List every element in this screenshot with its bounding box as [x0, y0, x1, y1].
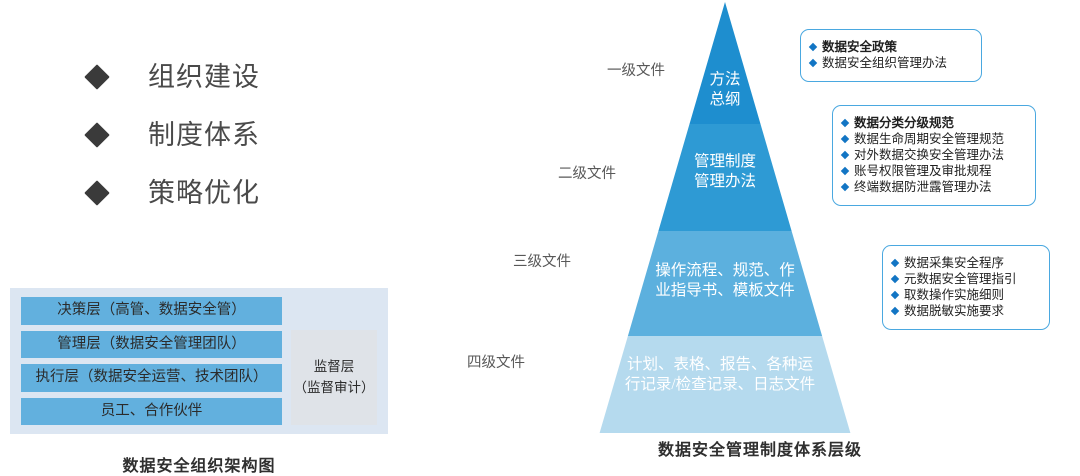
org-layer-row: 决策层（高管、数据安全管） [21, 297, 282, 325]
bullet-label: 组织建设 [148, 61, 260, 92]
diamond-bullet-icon [890, 290, 900, 299]
callout-item: 对外数据交换安全管理办法 [840, 147, 1025, 162]
pyramid-label-level-4: 四级文件 [467, 355, 525, 371]
callout-item-label: 取数操作实施细则 [904, 287, 1005, 302]
diamond-bullet-icon [84, 122, 110, 148]
diamond-bullet-icon [840, 150, 850, 159]
pyramid-label-level-1: 一级文件 [607, 63, 665, 79]
diamond-bullet-icon [84, 64, 110, 90]
callout-item-label: 数据分类分级规范 [854, 115, 955, 130]
list-item: 制度体系 [84, 106, 388, 164]
callout-item: 取数操作实施细则 [890, 287, 1039, 302]
pyramid-caption: 数据安全管理制度体系层级 [657, 442, 862, 459]
org-chart-panel: 决策层（高管、数据安全管） 管理层（数据安全管理团队） 执行层（数据安全运营、技… [10, 288, 388, 434]
callout-item-label: 数据采集安全程序 [904, 255, 1005, 270]
callout-item: 数据安全政策 [808, 39, 971, 54]
callout-item-label: 终端数据防泄露管理办法 [854, 179, 992, 194]
callout-card-level-2: 数据分类分级规范 数据生命周期安全管理规范 对外数据交换安全管理办法 账号权限管… [832, 105, 1036, 206]
callout-item-label: 元数据安全管理指引 [904, 271, 1017, 286]
callout-item: 数据分类分级规范 [840, 115, 1025, 130]
org-layer-stack: 决策层（高管、数据安全管） 管理层（数据安全管理团队） 执行层（数据安全运营、技… [21, 297, 282, 425]
diamond-bullet-icon [840, 118, 850, 127]
diamond-bullet-icon [890, 306, 900, 315]
callout-item-label: 数据安全政策 [822, 39, 898, 54]
callout-item: 数据安全组织管理办法 [808, 55, 971, 70]
callout-item-label: 对外数据交换安全管理办法 [854, 147, 1005, 162]
org-chart-figure: 决策层（高管、数据安全管） 管理层（数据安全管理团队） 执行层（数据安全运营、技… [10, 288, 388, 476]
org-supervision-block: 监督层 （监督审计） [291, 330, 377, 425]
bullet-label: 制度体系 [148, 119, 260, 150]
diamond-bullet-icon [890, 258, 900, 267]
callout-item: 元数据安全管理指引 [890, 271, 1039, 286]
org-layer-row: 执行层（数据安全运营、技术团队） [21, 364, 282, 392]
callout-item-label: 数据脱敏实施要求 [904, 303, 1005, 318]
callout-item: 终端数据防泄露管理办法 [840, 179, 1025, 194]
pyramid-figure: 方法 总纲 管理制度 管理办法 操作流程、规范、作 业指导书、模板文件 计划、表… [440, 0, 1080, 468]
pyramid-shape [599, 2, 851, 433]
list-item: 组织建设 [84, 48, 388, 106]
pyramid-label-level-3: 三级文件 [513, 254, 571, 270]
callout-item: 数据脱敏实施要求 [890, 303, 1039, 318]
callout-item-label: 数据安全组织管理办法 [822, 55, 948, 70]
callout-item-label: 账号权限管理及审批规程 [854, 163, 992, 178]
diamond-bullet-icon [808, 42, 818, 51]
org-layer-row: 管理层（数据安全管理团队） [21, 330, 282, 358]
callout-item: 数据采集安全程序 [890, 255, 1039, 270]
diamond-bullet-icon [840, 166, 850, 175]
callout-card-level-3: 数据采集安全程序 元数据安全管理指引 取数操作实施细则 数据脱敏实施要求 [882, 245, 1050, 330]
callout-item: 账号权限管理及审批规程 [840, 163, 1025, 178]
callout-item-label: 数据生命周期安全管理规范 [854, 131, 1005, 146]
diamond-bullet-icon [84, 180, 110, 206]
diamond-bullet-icon [840, 134, 850, 143]
diamond-bullet-icon [808, 58, 818, 67]
bullet-label: 策略优化 [148, 177, 260, 208]
feature-bullet-list: 组织建设 制度体系 策略优化 [84, 48, 388, 222]
org-chart-caption: 数据安全组织架构图 [122, 458, 276, 475]
callout-card-level-1: 数据安全政策 数据安全组织管理办法 [800, 29, 982, 82]
pyramid-label-level-2: 二级文件 [558, 166, 616, 182]
list-item: 策略优化 [84, 164, 388, 222]
diamond-bullet-icon [840, 182, 850, 191]
org-supervision-subtitle: （监督审计） [293, 379, 375, 395]
diamond-bullet-icon [890, 274, 900, 283]
callout-item: 数据生命周期安全管理规范 [840, 131, 1025, 146]
org-supervision-title: 监督层 [313, 359, 355, 375]
org-layer-row: 员工、合作伙伴 [21, 397, 282, 425]
